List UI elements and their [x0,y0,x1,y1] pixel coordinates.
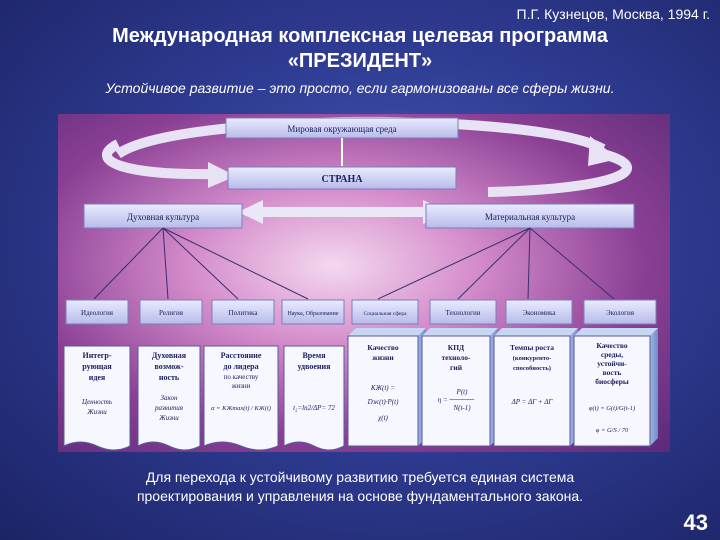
card-1-line-2: рующая [82,362,112,371]
sphere-label-ecology: Экология [606,309,635,317]
rcard-3-formula-1: ΔP = ΔΓ + ΔΓ [511,398,554,406]
sphere-label-social: Социальная сфера [363,310,407,317]
card-growth-rate [493,328,578,447]
rcard-1-line-1: Качество [367,343,398,352]
sphere-label-religion: Религия [159,309,184,317]
sphere-box [351,299,419,325]
rcard-4-formula-2: φ = G/S / 70 [596,427,629,434]
right-cards [347,328,658,447]
sphere-label-economy: Экономика [523,309,557,317]
footer-text: Для перехода к устойчивому развитию треб… [40,468,680,506]
rcard-3-line-2: (конкуренто- [513,355,552,362]
cycle-arrow-left [102,139,219,180]
card-4-line-2: удвоения [298,362,332,371]
rcard-3-line-3: способность) [513,365,551,372]
sphere-box [505,299,573,325]
material-box [425,203,635,229]
rcard-4-line-2: среды, [601,350,623,359]
sphere-box [65,299,129,325]
card-spiritual-opportunity [137,345,201,451]
sphere-box [139,299,203,325]
sphere-label-politics: Политика [229,309,259,317]
rcard-4-line-1: Качество [596,341,627,350]
card-2-line-2: возмож- [155,362,184,371]
page-number: 43 [683,510,708,535]
rcard-2-formula-1: P(t) [456,388,469,396]
rcard-1-formula-2: Dж(t)·P(t) [367,398,399,406]
rcard-1-line-2: жизни [372,353,394,362]
card-1-script-1: Ценность [81,398,112,406]
rcard-2-formula-2: η = ───── [438,396,475,404]
rcard-1-formula-1: КЖ(t) = [370,384,395,392]
footer-line-2: проектирования и управления на основе фу… [136,488,584,504]
culture-double-arrow [238,200,448,224]
rcard-4-line-3: устойчи- [597,359,627,368]
card-3-line-1: Расстояние [221,351,262,360]
world-label: Мировая окружающая среда [287,124,396,134]
rcard-2-line-1: КПД [448,343,465,352]
material-label: Материальная культура [485,212,575,222]
sphere-box [583,299,657,325]
rcard-4-line-4: вость [603,368,622,377]
card-doubling-time [283,345,345,451]
sphere-box [281,299,345,325]
card-3-sub-2: жизни [231,382,251,390]
card-environment-quality [573,328,658,447]
card-distance-to-leader [203,345,279,451]
card-2-script-1: Закон [161,394,178,402]
card-4-formula: t₂=ln2/ΔP= 72 [293,404,335,412]
cycle-arrow-bottom [487,149,632,197]
left-cards [63,345,345,451]
cycle-arrowhead-left [208,162,236,188]
sphere-box [429,299,497,325]
country-label: СТРАНА [322,174,364,185]
footer-line-1: Для перехода к устойчивому развитию треб… [145,469,575,485]
card-2-script-3: Жизни [158,414,179,422]
card-1-line-1: Интегр- [82,351,111,360]
card-3-sub-1: по качеству [224,373,259,381]
rcard-3-line-1: Темпы роста [510,343,554,352]
diagram-svg: Мировая окружающая среда СТРАНА Духовная… [63,116,658,451]
fan-lines [93,227,615,300]
rcard-2-line-3: гий [450,363,463,372]
card-1-script-2: Жизни [86,408,107,416]
rcard-4-formula-1: φ(t) = G(t)/G(t-1) [589,405,635,412]
sphere-label-tech: Технологии [445,309,480,317]
program-diagram: Мировая окружающая среда СТРАНА Духовная… [58,114,670,452]
card-1-line-3: идея [89,373,106,382]
card-4-line-1: Время [302,351,326,360]
card-3-formula: α = ΚЖmax(t) / ΚЖ(t) [211,405,271,412]
rcard-4-line-5: биосферы [595,377,629,386]
rcard-2-line-2: техноло- [441,353,471,362]
spiritual-label: Духовная культура [127,212,199,222]
author-caption: П.Г. Кузнецов, Москва, 1994 г. [516,6,710,22]
page-title-line-2: «ПРЕЗИДЕНТ» [287,50,433,72]
card-2-script-2: развития [154,404,183,412]
sphere-label-science: Наука, Образование [287,310,338,317]
sphere-box [211,299,275,325]
card-integrating-idea [63,345,131,451]
sphere-row [65,299,657,325]
card-2-line-1: Духовная [152,351,187,360]
card-quality-of-life [347,328,426,447]
country-box [227,166,457,190]
card-3-line-2: до лидера [223,362,258,371]
rcard-2-formula-3: N(t-1) [452,404,471,412]
sphere-label-ideology: Идеология [81,309,114,317]
page-subtitle: Устойчивое развитие – это просто, если г… [105,80,615,96]
card-2-line-3: ность [159,373,180,382]
rcard-1-formula-3: χ(t) [377,414,388,422]
spiritual-box [83,203,243,229]
page-title-line-1: Международная комплексная целевая програ… [112,25,608,47]
